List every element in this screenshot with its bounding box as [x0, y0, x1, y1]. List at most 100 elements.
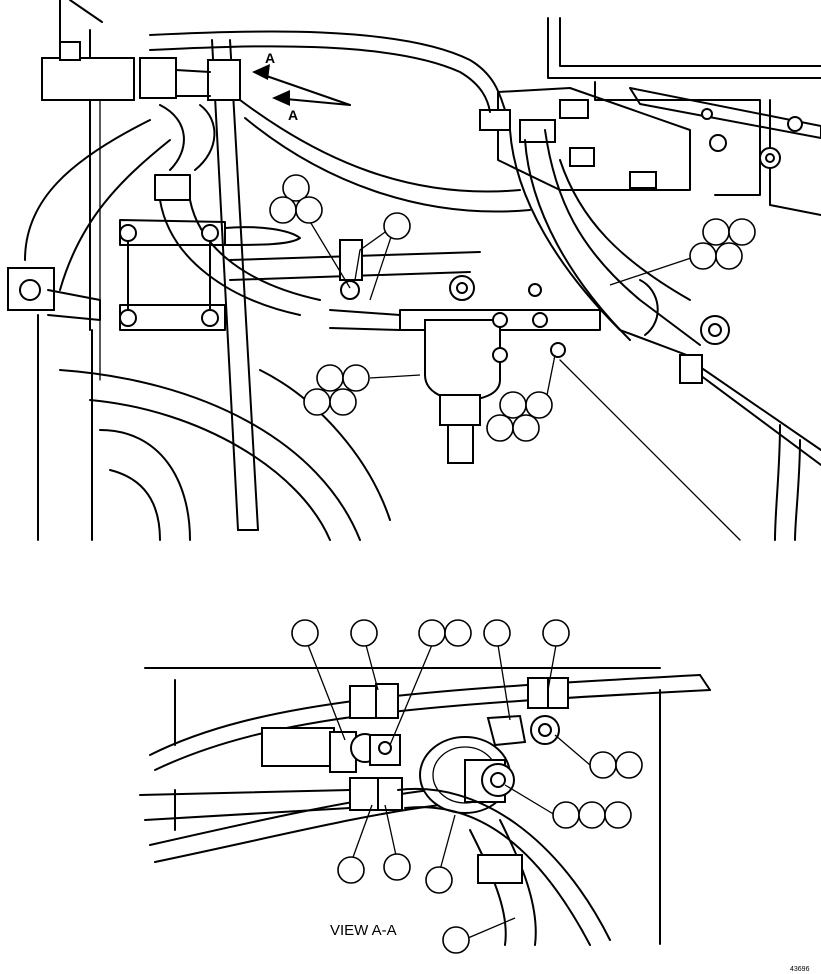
fitting: [559, 99, 589, 119]
left-hose-upper: [24, 119, 171, 291]
view-hose-sleeve: [477, 854, 523, 884]
callout-balloons-view: [291, 619, 643, 954]
valve-tube: [329, 309, 401, 331]
leader-line: [351, 804, 373, 861]
figure-id: 43696: [790, 966, 810, 973]
mounting-bracket: [629, 87, 821, 139]
valve-stem-lower: [447, 424, 474, 464]
top-connector: [41, 57, 135, 101]
callout-balloon: [350, 619, 378, 647]
callout-balloon: [282, 174, 310, 202]
callout-balloon: [689, 242, 717, 270]
slot: [224, 226, 301, 246]
bolt: [492, 312, 508, 328]
coupling-nut: [19, 279, 41, 301]
bolt: [119, 309, 137, 327]
leader-line: [354, 224, 396, 281]
view-fitting-center: [378, 741, 392, 755]
leader-line: [307, 644, 346, 741]
callout-balloon: [715, 242, 743, 270]
right-clamp: [679, 354, 703, 384]
callout-balloon: [383, 853, 411, 881]
valve-stem: [439, 394, 481, 426]
clamp-nut: [340, 280, 360, 300]
bolt: [532, 312, 548, 328]
housing-side: [769, 99, 821, 216]
fitting: [479, 109, 511, 131]
callout-balloon: [444, 619, 472, 647]
callout-balloon: [383, 212, 411, 240]
view-connector: [261, 727, 335, 767]
callout-balloon: [499, 391, 527, 419]
nut: [709, 134, 727, 152]
frame-line: [69, 0, 103, 23]
bolt: [550, 342, 566, 358]
callout-balloon: [442, 926, 470, 954]
cable-loop: [639, 279, 659, 336]
cable-mid: [239, 99, 521, 193]
cable-right-4: [559, 159, 691, 301]
leader-line: [497, 644, 511, 721]
hose-clamp-top: [207, 59, 241, 101]
callout-balloons-top: [269, 174, 756, 442]
leader-line: [369, 374, 421, 379]
valve-block: [497, 87, 691, 191]
view-hose-down: [469, 819, 537, 946]
hose-sleeve: [154, 174, 191, 201]
valve-plate: [399, 309, 601, 331]
housing-outline: [594, 81, 761, 196]
callout-leaders-view: [307, 644, 591, 939]
left-hose: [37, 314, 93, 541]
fitting: [629, 171, 657, 189]
view-right-fitting: [486, 714, 527, 747]
leader-line: [467, 917, 516, 939]
top-tube: [175, 69, 211, 97]
callout-balloon: [486, 414, 514, 442]
callout-balloon: [525, 391, 553, 419]
top-hose: [159, 104, 216, 171]
lower-hose-long: [59, 369, 361, 541]
callout-balloon: [269, 196, 297, 224]
top-view: A A: [7, 0, 821, 541]
callout-balloon: [483, 619, 511, 647]
view-big-hose: [397, 787, 611, 946]
bolt: [119, 224, 137, 242]
callout-balloon: [615, 751, 643, 779]
leader-line: [365, 644, 379, 691]
callout-balloon: [418, 619, 446, 647]
callout-balloon: [329, 388, 357, 416]
bracket-hole: [701, 108, 713, 120]
central-valve: [424, 319, 501, 402]
callout-balloon: [728, 218, 756, 246]
view-tube-mid: [139, 789, 351, 821]
right-tube: [689, 359, 821, 466]
lower-hose-curve: [99, 429, 191, 541]
callout-balloon: [303, 388, 331, 416]
section-marker-lower: A: [288, 107, 298, 123]
view-label: VIEW A-A: [330, 922, 397, 939]
leader-line: [554, 734, 591, 766]
view-clamp: [527, 677, 551, 709]
cable-top: [149, 30, 506, 111]
top-connector-tab: [59, 41, 81, 61]
callout-balloon: [578, 801, 606, 829]
cable-right-3: [544, 129, 701, 346]
callout-balloon: [552, 801, 580, 829]
bolt: [201, 224, 219, 242]
lower-hose-right: [259, 369, 391, 521]
callout-balloon: [425, 866, 453, 894]
bracket-hole: [787, 116, 803, 132]
section-arrow-head: [252, 64, 270, 80]
top-right-panel: [547, 17, 821, 79]
leader-line: [504, 784, 556, 816]
callout-balloon: [316, 364, 344, 392]
callout-balloon: [589, 751, 617, 779]
view-clamp-lower: [377, 777, 403, 811]
section-marker-upper: A: [265, 50, 275, 66]
leader-line: [547, 644, 557, 691]
top-right-panel-inner: [559, 17, 821, 67]
valve-bolt-center: [456, 282, 468, 294]
nut-center: [765, 153, 775, 163]
hose-clamp-top: [139, 57, 177, 99]
